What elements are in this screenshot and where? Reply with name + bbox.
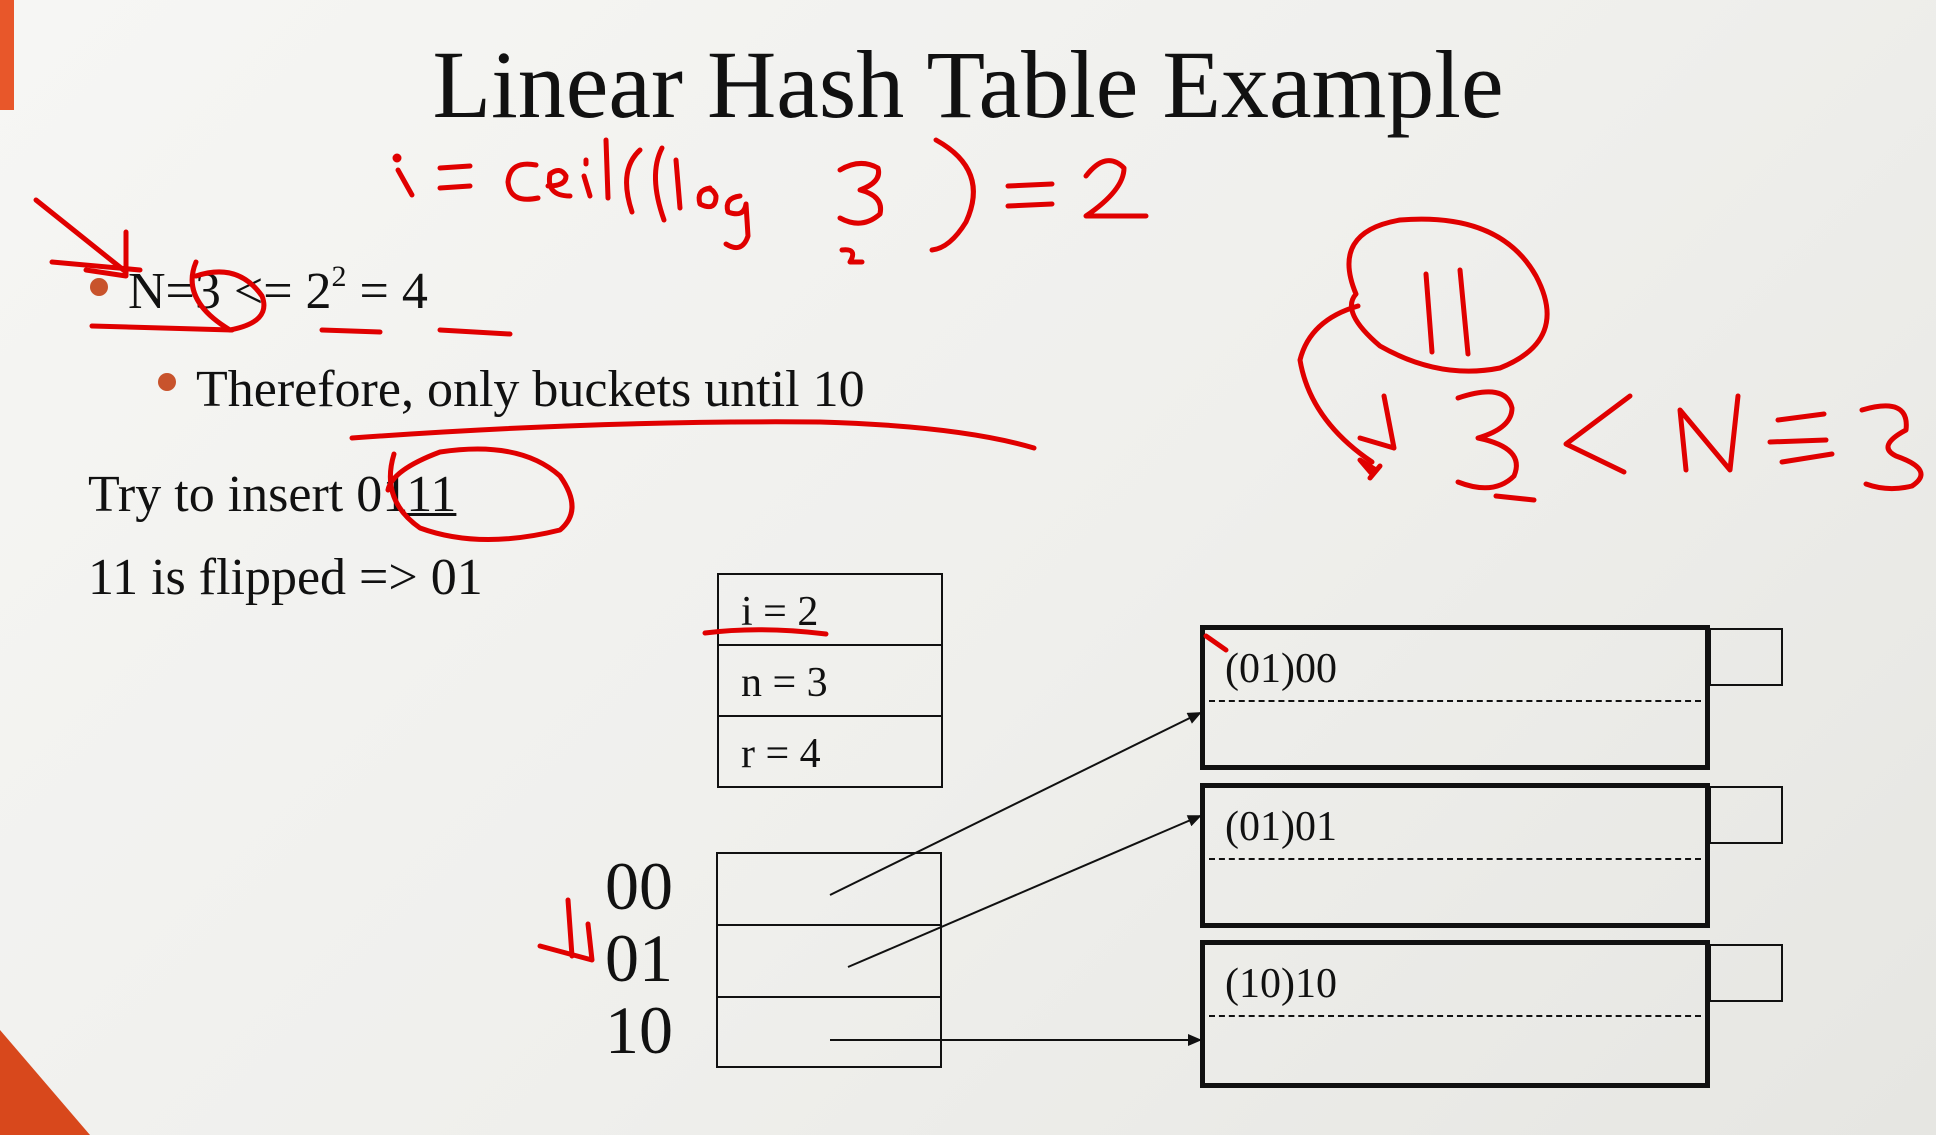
bucket-0101: (01)01 (1200, 783, 1710, 928)
handwritten-pointer-tail (49, 259, 143, 273)
pointer-arrow-00 (829, 712, 1202, 896)
sub-bullet-dot (158, 373, 176, 391)
bullet-n-inequality: N=3 <= 22 = 4 (128, 262, 428, 322)
underline-2 (319, 327, 383, 335)
index-label-10: 10 (605, 992, 673, 1068)
handwritten-pointer (33, 197, 129, 275)
circle-around-0111 (385, 446, 575, 543)
insert-underlined-bits: 11 (406, 466, 457, 523)
index-label-00: 00 (605, 848, 673, 924)
bucket-label: (01)01 (1225, 804, 1337, 850)
underline-i (702, 627, 829, 637)
accent-bar-top (0, 0, 14, 110)
bucket-label: (10)10 (1225, 961, 1337, 1007)
bullet-n-exponent: 2 (331, 260, 347, 293)
bucket-label: (01)00 (1225, 646, 1337, 692)
bucket-divider (1209, 700, 1701, 702)
underline-4 (437, 327, 513, 337)
index-slot-10 (716, 996, 942, 1068)
handwritten-inequality (1455, 389, 1924, 503)
overflow-slot (1709, 944, 1783, 1002)
handwritten-loop-11 (1297, 216, 1550, 481)
bucket-0100: (01)00 (1200, 625, 1710, 770)
handwritten-pointer-head (83, 229, 129, 279)
bucket-divider (1209, 858, 1701, 860)
overflow-slot (1709, 786, 1783, 844)
handwritten-formula (392, 137, 1149, 265)
param-r-label: r = 4 (741, 731, 821, 777)
pointer-arrow-01 (847, 815, 1202, 968)
underline-buckets (349, 419, 1037, 451)
index-label-01: 01 (605, 920, 673, 996)
insert-prefix: Try to insert 01 (88, 466, 407, 523)
arrow-01-head (537, 921, 595, 963)
param-cell-r: r = 4 (717, 715, 943, 788)
bullet-n-result: = 4 (346, 263, 428, 320)
circle-around-3 (189, 259, 267, 333)
bullet-dot (90, 278, 108, 296)
bucket-divider (1209, 1015, 1701, 1017)
flipped-line: 11 is flipped => 01 (88, 549, 483, 606)
tick-mark (1203, 633, 1229, 653)
param-cell-n: n = 3 (717, 644, 943, 717)
overflow-slot (1709, 628, 1783, 686)
slide-title: Linear Hash Table Example (432, 31, 1504, 138)
param-n-label: n = 3 (741, 660, 828, 706)
insert-line: Try to insert 0111 (88, 465, 456, 525)
underline-n (89, 323, 235, 333)
accent-bar-bottom (0, 1030, 90, 1135)
bucket-1010: (10)10 (1200, 940, 1710, 1088)
arrow-01 (565, 897, 575, 959)
buckets-until-text: Therefore, only buckets until 10 (196, 361, 865, 418)
